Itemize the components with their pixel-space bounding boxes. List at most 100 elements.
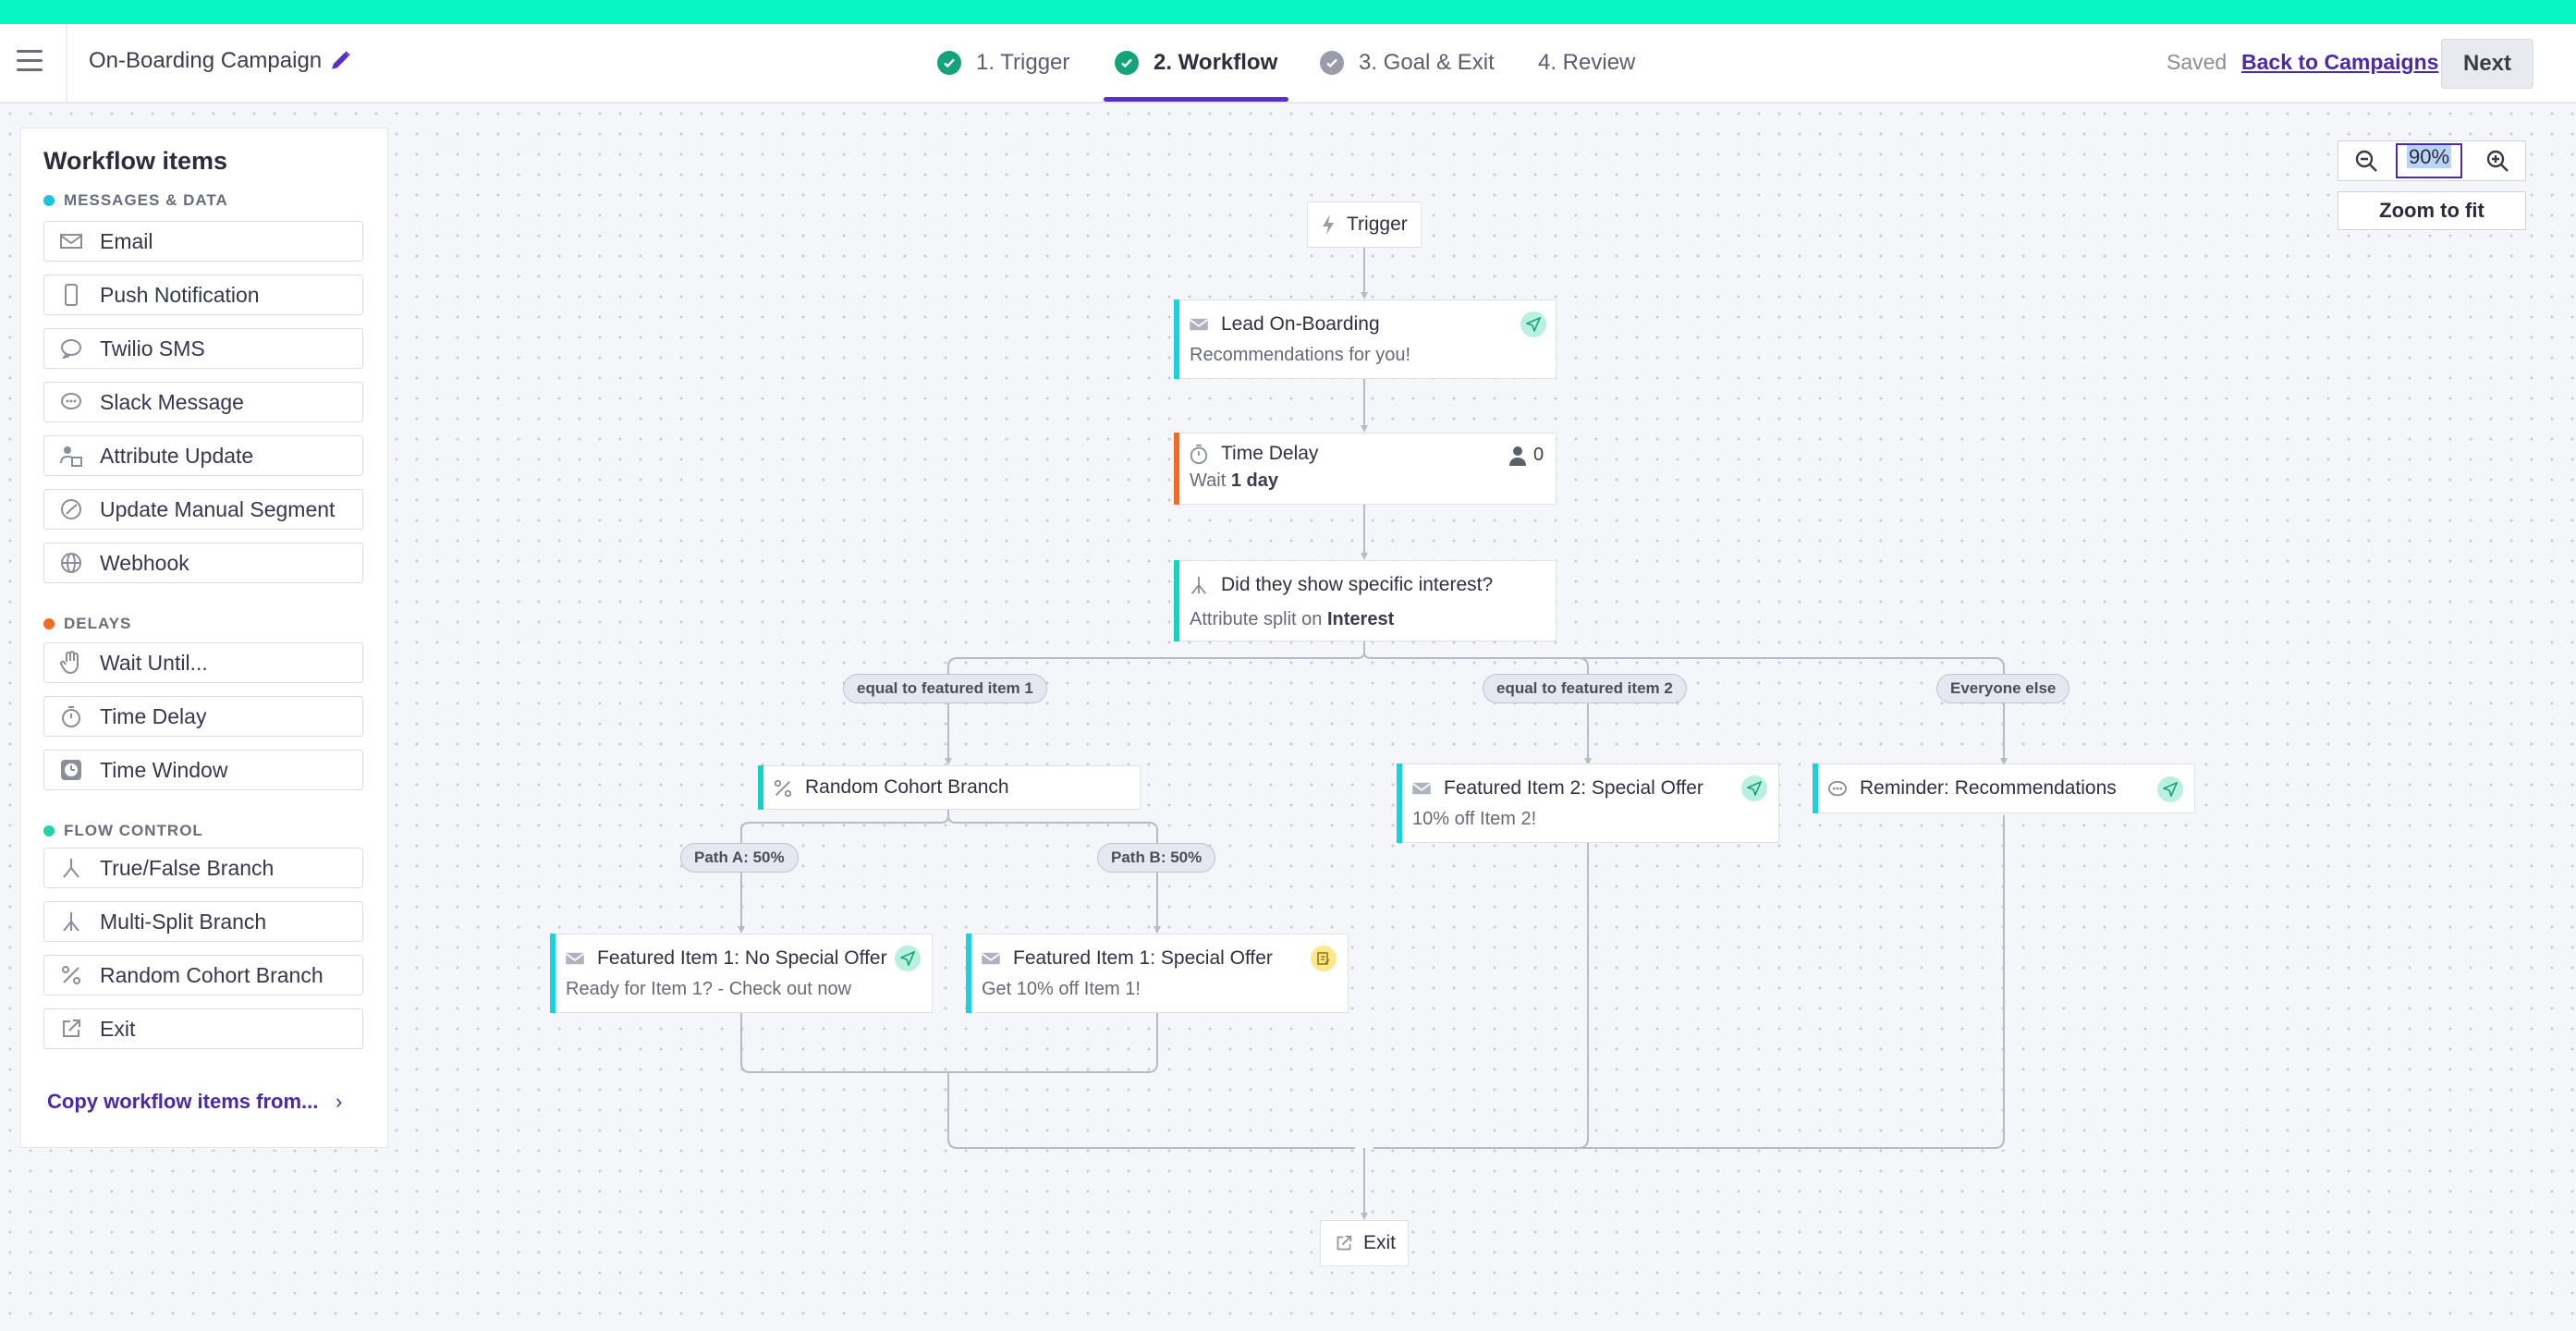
- wf-item-label: True/False Branch: [100, 855, 275, 880]
- exit-icon: [59, 1017, 83, 1041]
- campaign-title: On-Boarding Campaign: [89, 48, 323, 73]
- node-subtitle: 10% off Item 2!: [1412, 809, 1537, 829]
- random-cohort-node[interactable]: Random Cohort Branch: [758, 765, 1141, 810]
- node-title: Reminder: Recommendations: [1860, 777, 2117, 799]
- wf-item-label: Slack Message: [100, 389, 244, 414]
- path-label-a: Path A: 50%: [680, 843, 799, 873]
- interest-split-node[interactable]: Did they show specific interest? Attribu…: [1174, 560, 1557, 641]
- wf-item-multi-split-branch[interactable]: Multi-Split Branch: [43, 901, 363, 942]
- section-delays: DELAYS: [43, 615, 131, 633]
- tab-workflow[interactable]: 2. Workflow: [1103, 24, 1289, 102]
- envelope-icon: [59, 229, 83, 253]
- envelope-icon: [1410, 777, 1433, 800]
- branch-label-everyone-else: Everyone else: [1936, 674, 2070, 703]
- check-circle-icon: [937, 51, 961, 75]
- branch-label-featured-2: equal to featured item 2: [1483, 674, 1687, 703]
- multi-fork-icon: [59, 910, 83, 934]
- node-title: Featured Item 2: Special Offer: [1444, 777, 1703, 799]
- lightning-icon: [1321, 214, 1336, 236]
- menu-icon[interactable]: [17, 50, 43, 72]
- wf-item-time-window[interactable]: Time Window: [43, 750, 363, 790]
- wf-item-email[interactable]: Email: [43, 221, 363, 262]
- tab-workflow-label: 2. Workflow: [1154, 50, 1278, 75]
- wf-item-label: Time Window: [100, 757, 228, 782]
- panel-title: Workflow items: [43, 147, 228, 175]
- user-count: 0: [1509, 445, 1544, 466]
- split-attribute: Interest: [1326, 609, 1395, 629]
- wf-item-update-manual-segment[interactable]: Update Manual Segment: [43, 489, 363, 530]
- next-button[interactable]: Next: [2441, 39, 2533, 89]
- chat-dots-icon: [59, 390, 83, 414]
- time-delay-node[interactable]: Time Delay Wait 1 day 0: [1174, 433, 1557, 505]
- wf-item-label: Update Manual Segment: [100, 496, 336, 521]
- node-title: Time Delay: [1221, 443, 1319, 464]
- globe-icon: [59, 551, 83, 575]
- tab-trigger[interactable]: 1. Trigger: [937, 24, 1069, 102]
- tab-review[interactable]: 4. Review: [1538, 24, 1635, 102]
- trigger-node[interactable]: Trigger: [1307, 201, 1422, 248]
- section-flow-control: FLOW CONTROL: [43, 822, 203, 840]
- section-label: MESSAGES & DATA: [64, 191, 228, 209]
- pencil-icon[interactable]: [329, 48, 355, 74]
- stopwatch-icon: [1188, 443, 1210, 465]
- wf-item-label: Wait Until...: [100, 650, 208, 675]
- wf-item-label: Email: [100, 228, 153, 253]
- wf-item-slack-message[interactable]: Slack Message: [43, 382, 363, 422]
- wf-item-twilio-sms[interactable]: Twilio SMS: [43, 328, 363, 369]
- wf-item-attribute-update[interactable]: Attribute Update: [43, 435, 363, 476]
- wf-item-wait-until[interactable]: Wait Until...: [43, 642, 363, 683]
- zoom-out-button[interactable]: [2338, 141, 2394, 180]
- lead-onboarding-node[interactable]: Lead On-Boarding Recommendations for you…: [1174, 299, 1557, 379]
- trigger-label: Trigger: [1347, 214, 1408, 235]
- wf-item-push-notification[interactable]: Push Notification: [43, 275, 363, 315]
- tab-goal-exit[interactable]: 3. Goal & Exit: [1320, 24, 1495, 102]
- envelope-icon: [564, 947, 586, 970]
- header-divider: [66, 24, 67, 102]
- wf-item-time-delay[interactable]: Time Delay: [43, 696, 363, 737]
- saved-status: Saved: [2167, 50, 2228, 74]
- exit-label: Exit: [1363, 1232, 1397, 1253]
- node-title: Featured Item 1: No Special Offer: [597, 947, 887, 969]
- back-to-campaigns-link[interactable]: Back to Campaigns: [2241, 50, 2439, 74]
- zoom-level-input[interactable]: 90%: [2396, 143, 2462, 178]
- zoom-out-icon: [2355, 150, 2377, 172]
- draft-icon: [1311, 946, 1337, 971]
- tab-trigger-label: 1. Trigger: [976, 50, 1070, 75]
- node-title: Featured Item 1: Special Offer: [1013, 947, 1273, 969]
- zoom-level-value: 90%: [2406, 145, 2452, 168]
- envelope-icon: [1188, 313, 1210, 336]
- wf-item-random-cohort-branch[interactable]: Random Cohort Branch: [43, 955, 363, 995]
- node-title: Lead On-Boarding: [1221, 313, 1380, 335]
- tab-review-label: 4. Review: [1538, 50, 1636, 75]
- node-title: Did they show specific interest?: [1221, 574, 1494, 595]
- zoom-to-fit-button[interactable]: Zoom to fit: [2338, 191, 2526, 230]
- wf-item-true-false-branch[interactable]: True/False Branch: [43, 848, 363, 888]
- node-subtitle: Ready for Item 1? - Check out now: [566, 979, 852, 999]
- featured-item-1-offer-node[interactable]: Featured Item 1: Special Offer Get 10% o…: [966, 934, 1349, 1013]
- wf-item-label: Multi-Split Branch: [100, 909, 267, 934]
- zoom-controls: 90%: [2338, 140, 2526, 181]
- user-edit-icon: [59, 444, 83, 468]
- reminder-node[interactable]: Reminder: Recommendations: [1813, 763, 2195, 813]
- header: On-Boarding Campaign 1. Trigger 2. Workf…: [0, 24, 2576, 104]
- send-icon: [1741, 775, 1767, 801]
- wf-item-label: Attribute Update: [100, 443, 254, 468]
- node-title: Random Cohort Branch: [805, 776, 1009, 798]
- zoom-in-button[interactable]: [2470, 141, 2525, 180]
- workflow-items-panel: Workflow items MESSAGES & DATA Email Pus…: [20, 128, 388, 1148]
- chevron-right-icon[interactable]: ›: [336, 1090, 343, 1113]
- copy-workflow-items-link[interactable]: Copy workflow items from...: [47, 1090, 319, 1113]
- featured-item-2-node[interactable]: Featured Item 2: Special Offer 10% off I…: [1397, 763, 1779, 843]
- hand-icon: [59, 651, 83, 675]
- section-messages-data: MESSAGES & DATA: [43, 191, 228, 210]
- exit-icon: [1336, 1235, 1352, 1252]
- featured-item-1-no-offer-node[interactable]: Featured Item 1: No Special Offer Ready …: [550, 934, 933, 1013]
- path-label-b: Path B: 50%: [1097, 843, 1216, 873]
- percent-icon: [59, 963, 83, 987]
- exit-node[interactable]: Exit: [1320, 1220, 1409, 1266]
- fork-icon: [59, 856, 83, 880]
- delay-prefix: Wait: [1190, 470, 1227, 491]
- wf-item-label: Time Delay: [100, 703, 207, 728]
- wf-item-webhook[interactable]: Webhook: [43, 543, 363, 583]
- wf-item-exit[interactable]: Exit: [43, 1008, 363, 1049]
